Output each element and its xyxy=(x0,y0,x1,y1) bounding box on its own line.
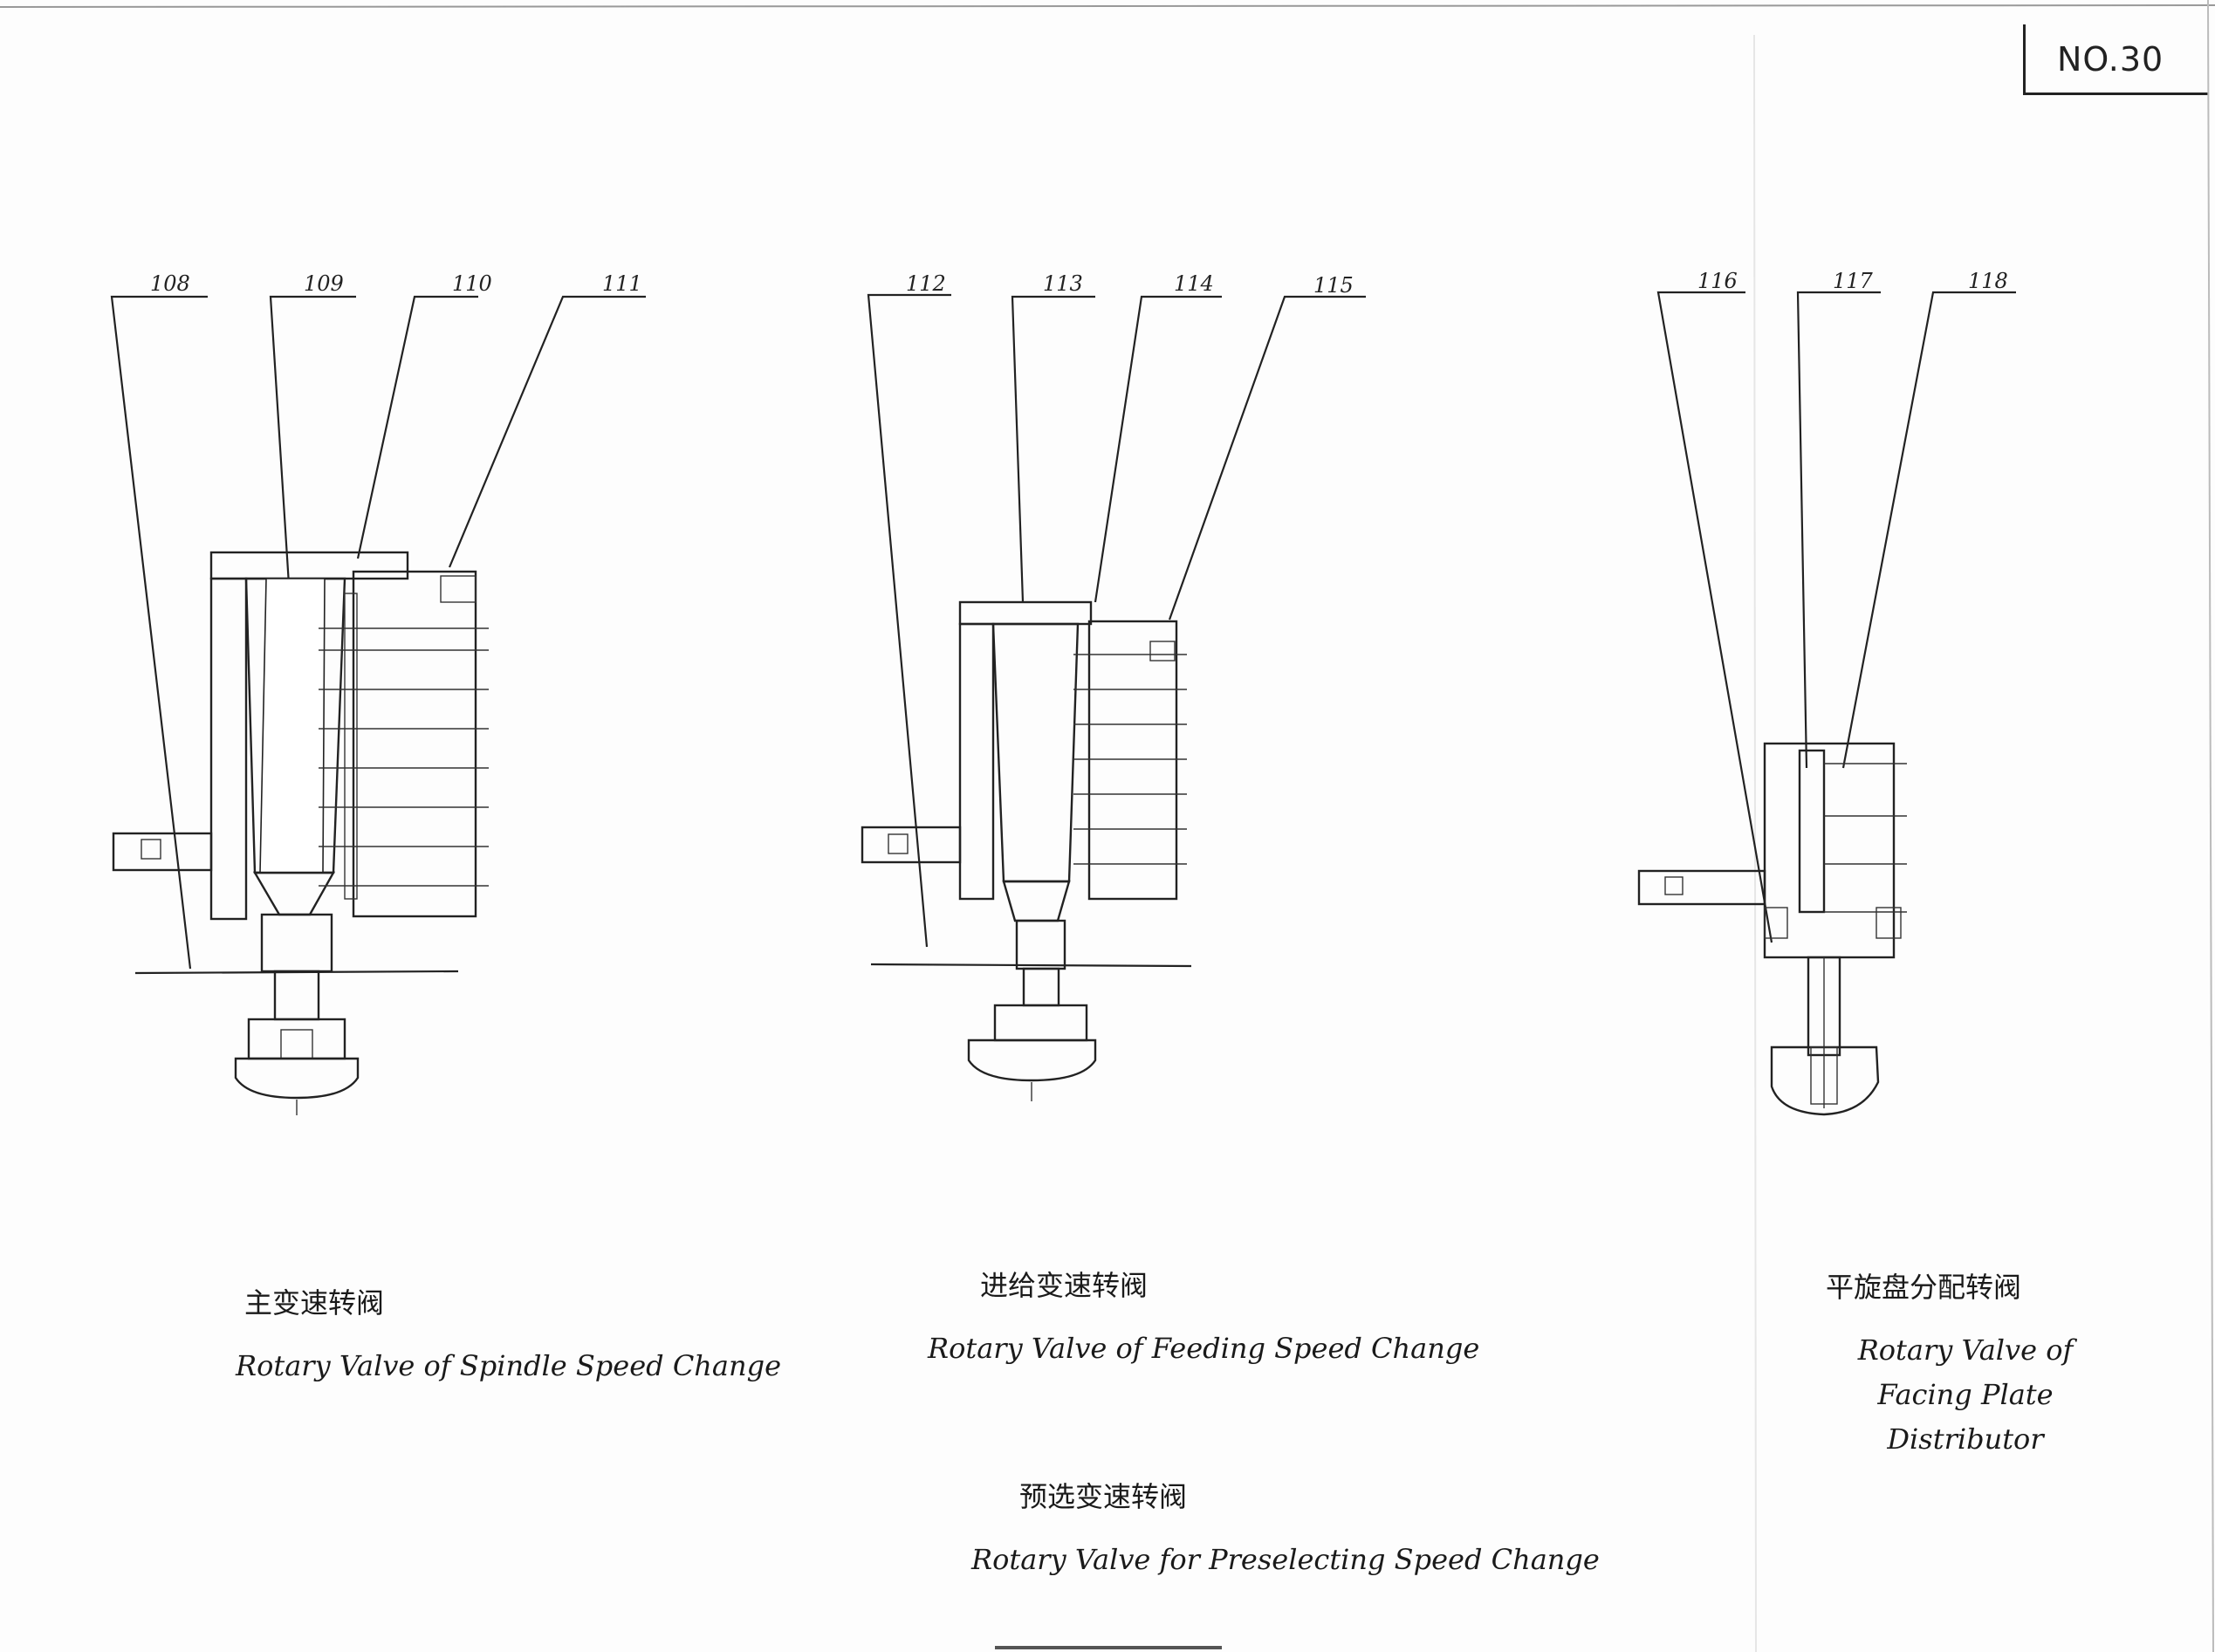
caption-feeding-zh: 进给变速转阀 xyxy=(980,1269,1149,1302)
facing-valve-drawing: 116 117 118 xyxy=(1637,269,2016,1116)
caption-feeding-valve: 进给变速转阀 Rotary Valve of Feeding Speed Cha… xyxy=(928,1264,1479,1371)
part-label-110: 110 xyxy=(452,271,492,296)
caption-spindle-zh: 主变速转阀 xyxy=(244,1286,385,1320)
caption-facing-en: Rotary Valve of Facing Plate Distributor xyxy=(1857,1333,2074,1457)
part-label-117: 117 xyxy=(1833,269,1874,293)
leader-lines-facing xyxy=(1656,291,2016,943)
caption-spindle-valve: 主变速转阀 Rotary Valve of Spindle Speed Chan… xyxy=(236,1281,781,1388)
caption-preselect-en: Rotary Valve for Preselecting Speed Chan… xyxy=(971,1543,1600,1576)
caption-preselect-zh: 预选变速转阀 xyxy=(1019,1480,1188,1513)
leader-lines-feeding xyxy=(867,293,1366,948)
part-label-118: 118 xyxy=(1968,269,2008,293)
part-label-108: 108 xyxy=(150,271,190,296)
part-label-109: 109 xyxy=(304,271,344,296)
part-label-116: 116 xyxy=(1697,269,1738,293)
part-label-114: 114 xyxy=(1174,271,1214,296)
feeding-valve-drawing: 112 113 114 115 xyxy=(861,271,1366,1101)
caption-preselect-valve: 预选变速转阀 Rotary Valve for Preselecting Spe… xyxy=(971,1475,1600,1582)
spindle-valve-drawing: 108 109 110 111 xyxy=(110,271,646,1115)
part-label-115: 115 xyxy=(1313,273,1354,298)
part-label-111: 111 xyxy=(602,271,642,296)
caption-spindle-en: Rotary Valve of Spindle Speed Change xyxy=(236,1349,782,1382)
part-label-113: 113 xyxy=(1043,271,1083,296)
sheet-number-box: NO.30 xyxy=(2023,24,2209,95)
caption-facing-zh: 平旋盘分配转阀 xyxy=(1826,1271,2022,1304)
caption-feeding-en: Rotary Valve of Feeding Speed Change xyxy=(928,1332,1480,1365)
part-label-112: 112 xyxy=(906,271,946,296)
caption-facing-valve: 平旋盘分配转阀 Rotary Valve of Facing Plate Dis… xyxy=(1808,1265,2122,1463)
leader-lines-spindle xyxy=(110,295,646,970)
sheet-number: NO.30 xyxy=(2057,40,2164,79)
